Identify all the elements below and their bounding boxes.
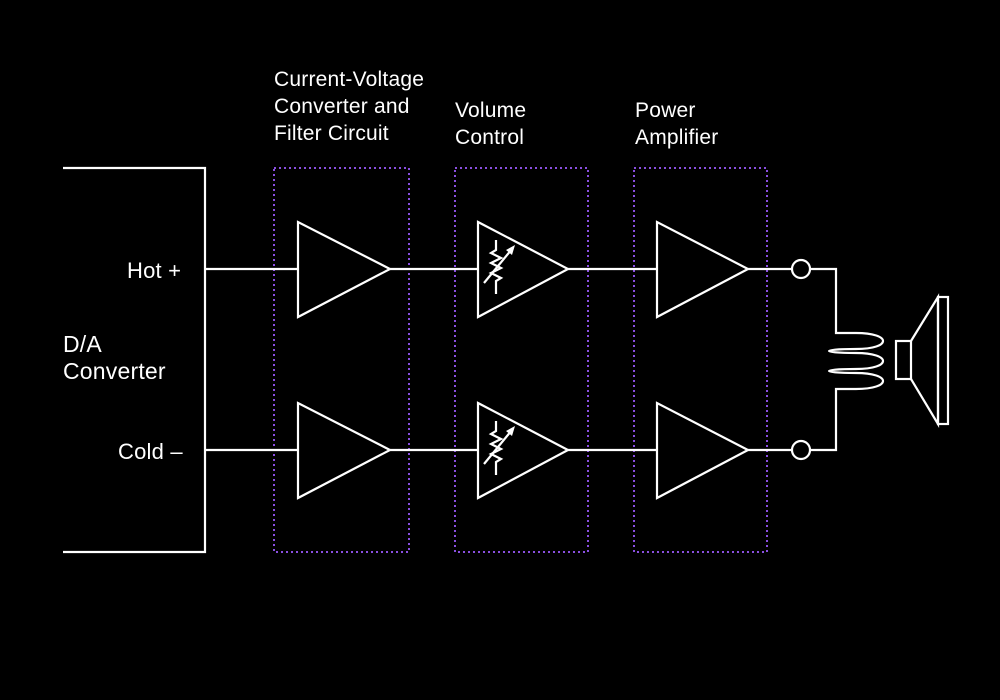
stage-title-volume: Volume Control — [455, 99, 527, 149]
da-converter-label: D/A Converter — [63, 331, 166, 384]
hot-output-terminal — [790, 258, 812, 280]
cold-output-terminal — [790, 439, 812, 461]
hot-volume-amplifier-symbol — [476, 220, 571, 319]
hot-variable-resistor-icon — [483, 240, 515, 294]
cold-volume-amplifier-symbol — [476, 401, 571, 500]
cold-power-amplifier-symbol — [655, 401, 751, 500]
hot-signal-label: Hot + — [127, 258, 182, 283]
hot-iv-amplifier-symbol — [296, 220, 393, 319]
cold-signal-label: Cold – — [118, 439, 183, 464]
stage-title-iv-filter: Current-Voltage Converter and Filter Cir… — [274, 68, 425, 145]
cold-variable-resistor-icon — [483, 421, 515, 475]
speaker-icon — [894, 293, 950, 428]
stage-title-power: Power Amplifier — [635, 99, 719, 149]
hot-power-amplifier-symbol — [655, 220, 751, 319]
speaker-coil-wire — [810, 267, 885, 452]
stage-box-iv-filter — [273, 167, 410, 553]
stage-box-power — [633, 167, 768, 553]
cold-iv-amplifier-symbol — [296, 401, 393, 500]
stage-box-volume — [454, 167, 589, 553]
da-converter-bracket — [63, 166, 207, 554]
